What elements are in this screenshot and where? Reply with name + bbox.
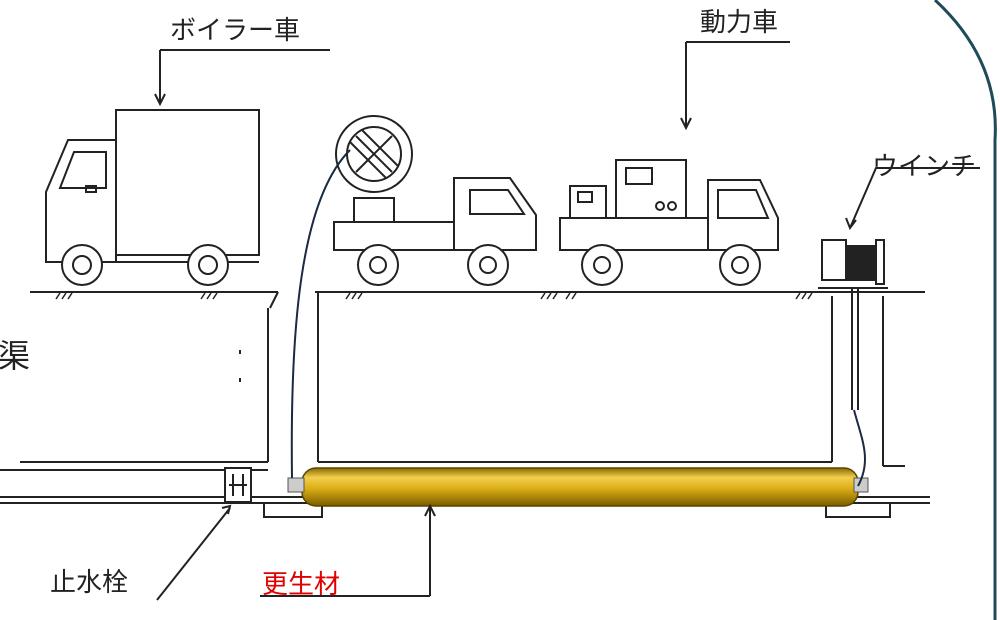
border-arc [933, 0, 997, 620]
winch-icon [818, 239, 888, 410]
power-truck-label: 動力車 [700, 8, 779, 38]
cables [290, 149, 866, 487]
ground-hatch-marks [55, 292, 813, 300]
water-stop-plug-label: 止水栓 [50, 568, 129, 598]
right-manhole [317, 292, 905, 467]
boiler-truck-icon [45, 109, 260, 286]
power-truck-icon [559, 159, 779, 286]
leader-lines [154, 41, 980, 601]
cable-reel-truck [333, 177, 537, 286]
left-manhole [0, 308, 269, 471]
boiler-truck-label: ボイラー車 [170, 16, 301, 46]
side-char-label: 渠 [0, 337, 31, 375]
lining-material [287, 467, 869, 507]
winch-label: ウインチ [872, 152, 977, 182]
cable-reel-icon [335, 115, 413, 193]
lining-material-label: 更生材 [262, 570, 341, 600]
water-stop-plug-icon [224, 467, 252, 503]
ground-surface [30, 291, 925, 309]
